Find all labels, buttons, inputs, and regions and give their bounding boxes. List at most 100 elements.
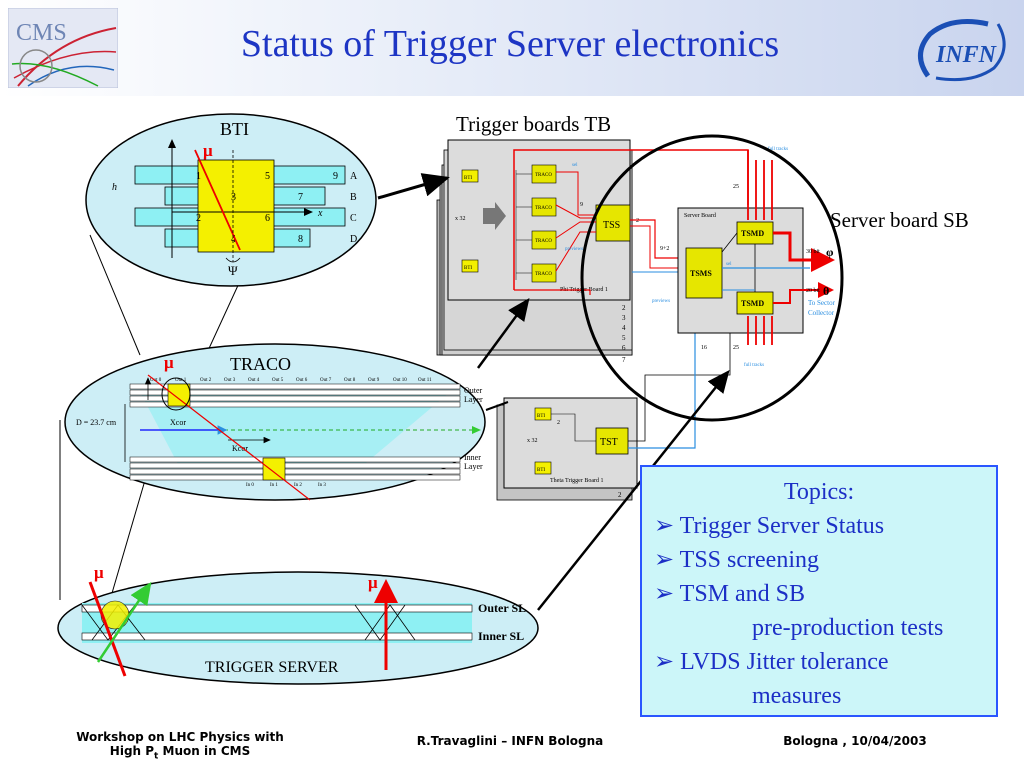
traco-in-label: In 1 (270, 483, 278, 488)
traco-out-label: Out 1 (175, 378, 187, 383)
sb-30bit-label: 30 bit (806, 249, 820, 255)
traco-out-label: Out 11 (418, 378, 432, 383)
traco-title: TRACO (230, 354, 291, 374)
bti-cell: 4 (231, 234, 236, 245)
sb-sel-label: sel (726, 262, 732, 267)
to-collector-label: Collector (808, 309, 835, 317)
bti-row-label: C (350, 213, 357, 224)
footer-workshop-line1: Workshop on LHC Physics with (76, 730, 284, 744)
footer-author: R.Travaglini – INFN Bologna (416, 734, 604, 748)
bti-cell: 8 (298, 234, 303, 245)
phi-traco-chip: TRACO (535, 239, 552, 244)
full-tracks-top: full tracks (768, 147, 788, 152)
bti-cell: 6 (265, 213, 270, 224)
topics-header: Topics: (783, 479, 855, 505)
tsmd-top-chip: TSMD (741, 229, 764, 238)
bti-cell: 1 (196, 171, 201, 182)
traco-outer-layer-label: Layer (464, 395, 483, 404)
server-board-name: Server Board (684, 213, 716, 219)
traco-out-label: Out 9 (368, 378, 380, 383)
bti-x-label: x (317, 208, 323, 219)
bti-detail: BTI 1 5 9 3 7 2 6 4 8 A B C D h x (85, 113, 377, 287)
theta-two-label: 2 (557, 420, 560, 426)
traco-out-label: Out 10 (393, 378, 407, 383)
footer-subscript: t (154, 751, 159, 762)
theta-bti-bottom: BTI (537, 468, 545, 473)
server-board-label: Server board SB (830, 208, 969, 232)
theta-x32: x 32 (527, 438, 538, 444)
traco-out-label: Out 6 (296, 378, 308, 383)
traco-out-label: Out 2 (200, 378, 212, 383)
page-title: Status of Trigger Server electronics (240, 23, 780, 65)
phi-tss-chip: TSS (603, 220, 620, 231)
phi-traco-chip: TRACO (535, 272, 552, 277)
bti-row-label: A (350, 171, 358, 182)
phi-two-label: 2 (636, 218, 639, 224)
traco-out-label: Out 4 (248, 378, 260, 383)
cms-logo: CMS (7, 7, 119, 89)
topic-item: ➢ Trigger Server Status (654, 513, 885, 539)
phi-sel-label: sel (572, 163, 578, 168)
phi-stack-number: 5 (622, 334, 626, 342)
theta-stack-number: 2 (618, 491, 622, 499)
phi-stack-number: 2 (622, 304, 626, 312)
theta-tst-chip: TST (600, 437, 618, 448)
trigger-server-detail: μ μ Outer SL Inner SL TRIGGER SERVER (57, 563, 539, 685)
traco-detail: TRACO Out 0 Out 1 Out 2 Out 3 Out 4 Out … (64, 343, 486, 501)
bti-cell: 3 (231, 192, 236, 203)
phi-stack-number: 7 (622, 356, 626, 364)
server-board: Server Board TSMD TSMS TSMD sel full tra… (677, 147, 836, 368)
sb-nine-plus-two: 9+2 (660, 246, 669, 252)
bti-cell: 5 (265, 171, 270, 182)
cms-logo-text: CMS (16, 20, 67, 46)
bti-cell: 2 (196, 213, 201, 224)
sb-phi-label: φ (826, 245, 834, 259)
topic-item-continued: measures (752, 683, 842, 709)
phi-trigger-board-stack: 2 3 4 5 6 7 Phi Trigger Board 1 BTI BTI … (436, 139, 639, 364)
tsms-chip: TSMS (690, 269, 712, 278)
traco-in-label: In 2 (294, 483, 302, 488)
topic-item: ➢ TSS screening (654, 547, 819, 573)
bti-row-label: B (350, 192, 357, 203)
traco-out-label: Out 7 (320, 378, 332, 383)
traco-mu-label: μ (164, 353, 174, 372)
phi-x32: x 32 (455, 216, 466, 222)
footer-workshop-line2: High Pt Muon in CMS (50, 744, 310, 761)
phi-bti-top: BTI (464, 176, 472, 181)
full-tracks-bottom: full tracks (744, 363, 764, 368)
slide-header (0, 0, 1024, 96)
phi-stack-number: 3 (622, 314, 626, 322)
phi-bti-bottom: BTI (464, 266, 472, 271)
theta-trigger-board: BTI BTI x 32 TST 2 Theta Trigger Board 1… (496, 397, 638, 501)
ts-mu-right: μ (368, 573, 378, 592)
ts-mu-left: μ (94, 563, 104, 582)
bti-cell-labels: 1 5 9 3 7 2 6 4 8 (196, 171, 338, 245)
traco-in-label: In 3 (318, 483, 326, 488)
topic-item: ➢ TSM and SB (654, 581, 806, 607)
infn-logo: INFN (908, 14, 1014, 86)
traco-inner-layer-label: Layer (464, 462, 483, 471)
theta-board-name: Theta Trigger Board 1 (550, 478, 604, 484)
bti-psi-label: Ψ (228, 263, 238, 278)
outer-sl-label: Outer SL (478, 601, 526, 615)
footer-date: Bologna , 10/04/2003 (783, 734, 927, 748)
footer-workshop: Workshop on LHC Physics with High Pt Muo… (50, 730, 310, 761)
sb-theta-label: θ (823, 284, 829, 298)
bti-cell: 9 (333, 171, 338, 182)
traco-distance-label: D = 23.7 cm (76, 418, 117, 427)
sb-16-label: 16 (701, 345, 707, 351)
phi-traco-chip: TRACO (535, 206, 552, 211)
trigger-boards-label: Trigger boards TB (456, 112, 612, 136)
phi-stack-number: 6 (622, 344, 626, 352)
bti-mu-label: μ (203, 141, 213, 160)
bti-title: BTI (220, 119, 249, 139)
traco-out-label: Out 8 (344, 378, 356, 383)
traco-kcor-label: Kcor (232, 444, 248, 453)
sb-previews-label: previews (652, 299, 670, 304)
tsmd-bottom-chip: TSMD (741, 299, 764, 308)
inner-sl-label: Inner SL (478, 629, 524, 643)
phi-previews-label: previews (565, 247, 583, 252)
sb-25-bottom: 25 (733, 345, 739, 351)
traco-outer-layer-label: Outer (464, 386, 483, 395)
